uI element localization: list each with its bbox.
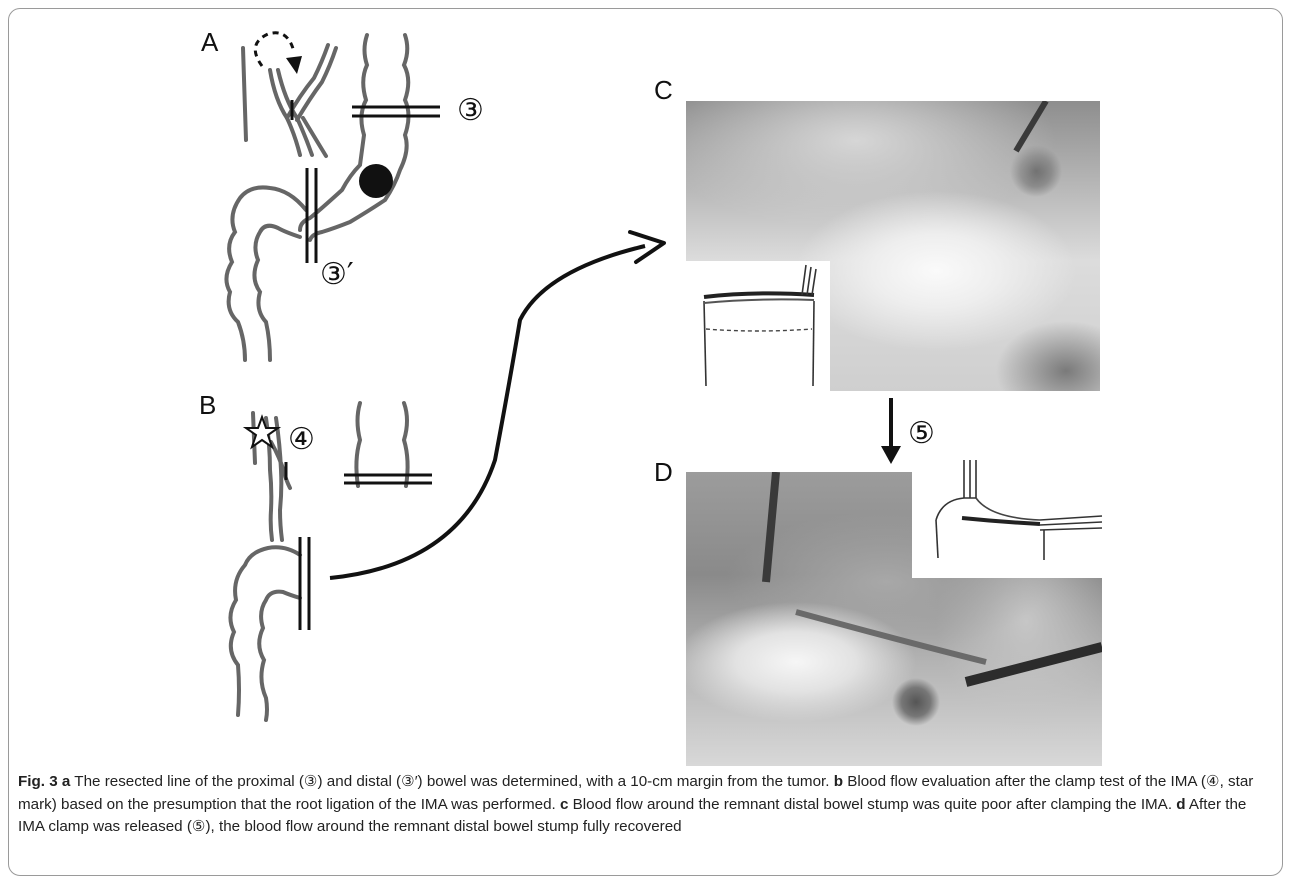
panel-b-letter: B [199, 392, 216, 418]
caption-c-text: Blood flow around the remnant distal bow… [568, 796, 1176, 813]
caption-d-letter: d [1176, 796, 1185, 813]
panel-a-letter: A [201, 29, 218, 55]
label-distal: ③′ [320, 257, 354, 292]
caption-fig-label: Fig. 3 [18, 773, 58, 790]
panel-d-letter: D [654, 459, 673, 485]
panel-d-inset [912, 460, 1102, 578]
panel-c-letter: C [654, 77, 673, 103]
label-clamp: ④ [288, 422, 315, 457]
label-release: ⑤ [908, 416, 935, 451]
caption-a-text: The resected line of the proximal (③) an… [70, 773, 833, 790]
panel-c-inset [686, 261, 830, 391]
caption-b-letter: b [834, 773, 843, 790]
figure-caption: Fig. 3 a The resected line of the proxim… [18, 771, 1273, 839]
label-proximal: ③ [457, 93, 484, 128]
